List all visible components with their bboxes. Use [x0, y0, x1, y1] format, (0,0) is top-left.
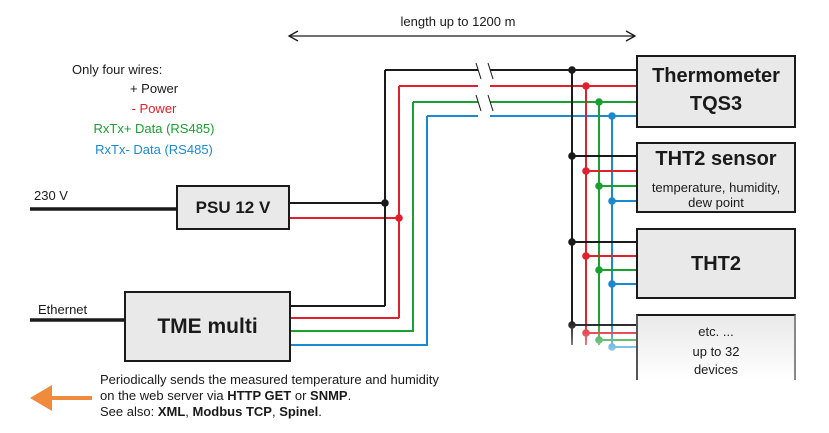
- tht2-sensor-sub2: dew point: [688, 195, 744, 210]
- legend-minus-power: - Power: [131, 101, 177, 116]
- tme-multi-box: TME multi: [124, 291, 291, 362]
- tme-multi-label: TME multi: [157, 315, 258, 338]
- note-xml: XML: [157, 404, 186, 419]
- note-line-1: Periodically sends the measured temperat…: [100, 372, 439, 388]
- length-label: length up to 1200 m: [400, 14, 516, 29]
- tht2-title: THT2: [691, 253, 741, 275]
- junction-dots: [381, 66, 616, 351]
- cable-break-mark: [475, 62, 494, 112]
- note-snmp: SNMP: [310, 388, 348, 403]
- note-line-3-pre: See also:: [100, 404, 158, 419]
- note-line-3-post: .: [318, 404, 322, 419]
- etc-devices-box: etc. ... up to 32 devices: [636, 314, 796, 380]
- note-http-get: HTTP GET: [227, 388, 292, 403]
- psu-label: PSU 12 V: [195, 198, 271, 217]
- legend-data-plus: RxTx+ Data (RS485): [93, 121, 215, 136]
- etc-line2: up to 32: [692, 344, 740, 359]
- psu-box: PSU 12 V: [176, 185, 290, 230]
- ethernet-label: Ethernet: [38, 302, 88, 317]
- note-spinel: Spinel: [279, 404, 319, 419]
- note-line-1-text: Periodically sends the measured temperat…: [100, 372, 439, 387]
- tht2-sensor-sub1: temperature, humidity,: [651, 180, 781, 195]
- note-line-2-post: .: [347, 388, 352, 403]
- note-line-2-mid: or: [291, 388, 311, 403]
- device-branch-wires: [572, 155, 636, 348]
- thermometer-box: Thermometer TQS3: [636, 55, 796, 128]
- note-sep-1: ,: [185, 404, 193, 419]
- note-sep-2: ,: [271, 404, 280, 419]
- note-line-3: See also: XML, Modbus TCP, Spinel.: [100, 404, 322, 420]
- left-arrow-icon: [30, 385, 92, 411]
- legend-heading: Only four wires:: [72, 62, 163, 77]
- tht2-sensor-box: THT2 sensor temperature, humidity, dew p…: [636, 142, 796, 213]
- etc-line1: etc. ...: [698, 324, 734, 339]
- long-run-wires: [385, 69, 636, 117]
- tht2-sensor-title: THT2 sensor: [655, 148, 777, 170]
- legend-plus-power: + Power: [129, 81, 179, 96]
- thermometer-model: TQS3: [689, 93, 743, 115]
- mains-label: 230 V: [34, 188, 68, 203]
- note-line-2-pre: on the web server via: [100, 388, 228, 403]
- device-bus-verticals: [571, 70, 613, 345]
- length-dimension-arrow: [287, 30, 637, 42]
- tht2-box: THT2: [636, 228, 796, 299]
- note-line-2: on the web server via HTTP GET or SNMP.: [100, 388, 351, 404]
- thermometer-title: Thermometer: [652, 65, 780, 87]
- legend-data-minus: RxTx- Data (RS485): [95, 142, 213, 157]
- etc-line3: devices: [693, 362, 739, 377]
- note-modbus-tcp: Modbus TCP: [192, 404, 272, 419]
- tme-bus-wires: [291, 102, 428, 346]
